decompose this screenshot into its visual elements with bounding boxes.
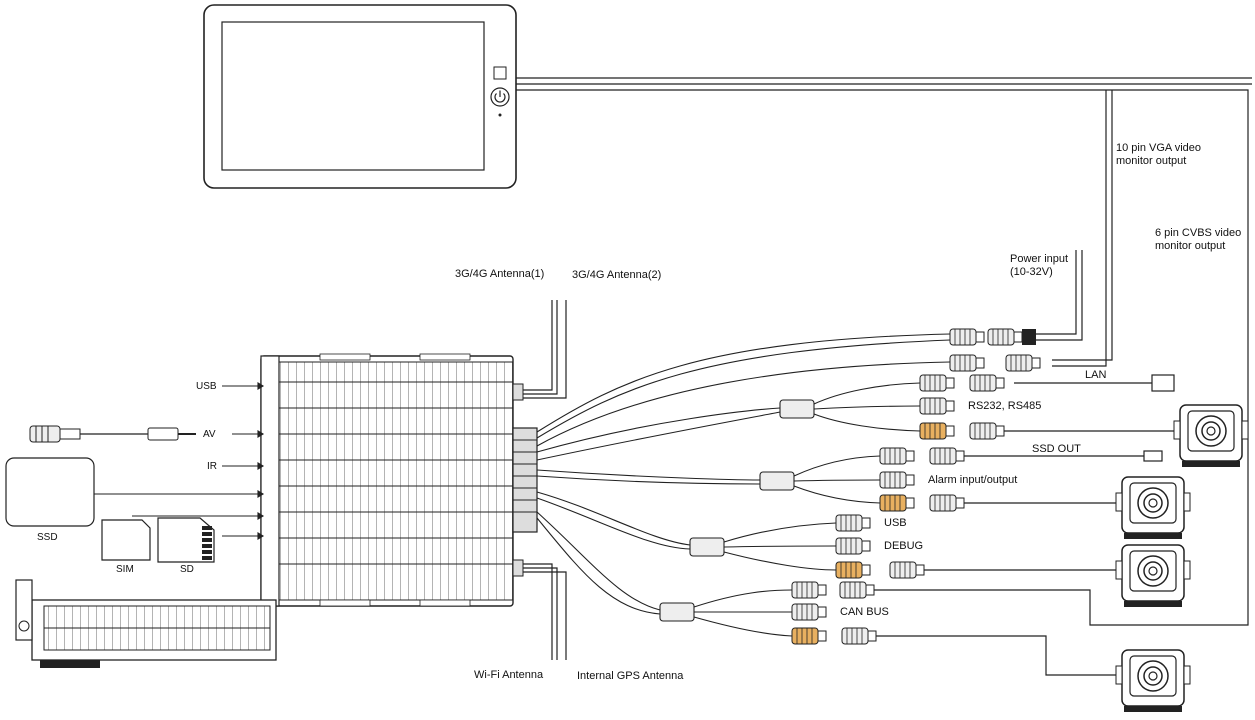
canbus-connector [791, 603, 827, 621]
rj45-plug-icon [1151, 374, 1175, 392]
label-rs232-rs485: RS232, RS485 [968, 400, 1042, 412]
sim-card [101, 519, 151, 561]
usb-plug-icon [1143, 450, 1163, 462]
camera4-connector [791, 627, 827, 645]
av-cable [29, 425, 196, 443]
camera-icon [1115, 544, 1191, 608]
power-connector [949, 328, 985, 346]
label-ssd-out: SSD OUT [1032, 443, 1081, 455]
label-sim: SIM [116, 564, 134, 575]
label-wifi-antenna: Wi-Fi Antenna [474, 669, 544, 681]
ssd-out-connector [879, 447, 915, 465]
label-lan: LAN [1085, 369, 1107, 381]
debug-connector [835, 537, 871, 555]
camera-icon [1115, 649, 1191, 713]
menu-button-icon [493, 66, 507, 80]
label-front-ir: IR [207, 461, 217, 472]
label-usb-cable: USB [884, 517, 907, 529]
dvr-unit [260, 353, 538, 607]
label-gps-antenna: Internal GPS Antenna [577, 670, 684, 682]
lan-connector [919, 374, 955, 392]
label-cvbs-output: 6 pin CVBS video monitor output [1155, 227, 1242, 252]
label-alarm-io: Alarm input/output [928, 474, 1018, 486]
camera-icon [1115, 476, 1191, 540]
label-ssd: SSD [37, 532, 58, 543]
usb-connector [835, 514, 871, 532]
label-front-av: AV [203, 429, 216, 440]
ssd-card [5, 457, 95, 527]
label-debug: DEBUG [884, 540, 924, 552]
front-input-arrows [94, 382, 265, 540]
cvbs-connector [791, 581, 827, 599]
label-vga-output: 10 pin VGA video monitor output [1116, 142, 1202, 167]
monitor [203, 4, 517, 189]
ir-sensor [15, 579, 277, 668]
rs232-connector [919, 397, 955, 415]
camera-icon [1173, 404, 1249, 468]
antenna-cables [523, 300, 567, 660]
alarm-connector [879, 471, 915, 489]
label-sd: SD [180, 564, 194, 575]
camera3-connector [835, 561, 871, 579]
label-can-bus: CAN BUS [840, 606, 889, 618]
harness-cables [536, 333, 951, 615]
camera2-connector [879, 494, 915, 512]
label-4g-antenna-2: 3G/4G Antenna(2) [572, 269, 662, 281]
splitters [659, 399, 815, 622]
monitor-cables [516, 77, 1252, 626]
power-button-icon [490, 87, 510, 107]
vga-connector [949, 354, 985, 372]
label-front-usb: USB [196, 381, 217, 392]
camera1-connector [919, 422, 955, 440]
label-power-input: Power input (10-32V) [1010, 253, 1069, 278]
sd-card [157, 517, 215, 563]
label-4g-antenna-1: 3G/4G Antenna(1) [455, 268, 545, 280]
